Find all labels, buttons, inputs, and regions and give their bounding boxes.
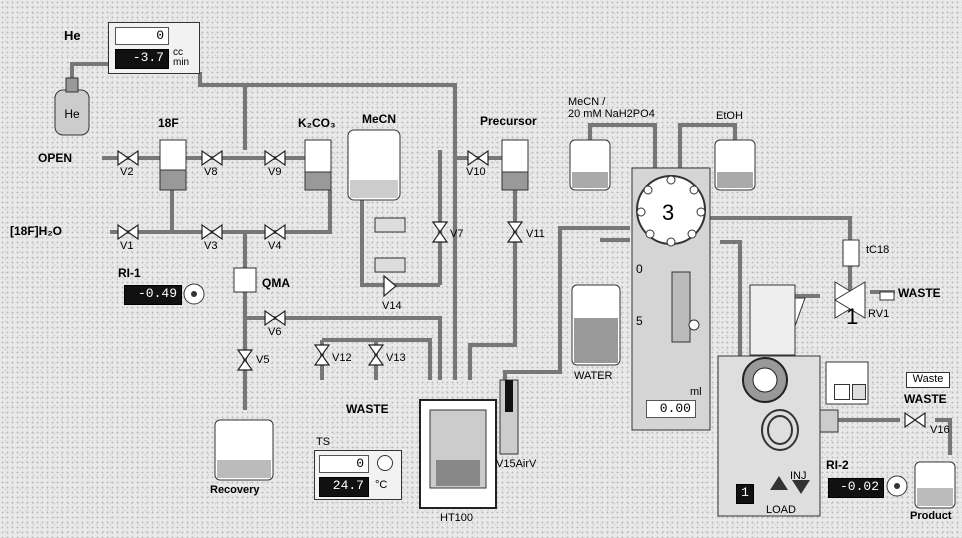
mobile-phase-label-1: MeCN / <box>568 96 605 108</box>
valve-v1[interactable]: V1 <box>120 240 133 252</box>
reservoir-label-etoh: EtOH <box>716 110 743 122</box>
ts-label: TS <box>316 436 330 448</box>
ts-temperature-display: 24.7 <box>319 477 369 497</box>
selector-scale-bottom: 5 <box>636 314 643 328</box>
recovery-label: Recovery <box>210 484 260 496</box>
valve-v6-symbol <box>265 311 285 325</box>
valve-v5[interactable]: V5 <box>256 354 269 366</box>
reservoir-label-k2co3: K₂CO₃ <box>298 116 336 130</box>
valve-v2-symbol <box>118 151 138 165</box>
water-label: WATER <box>574 370 613 382</box>
valve-v11-symbol <box>508 222 522 242</box>
valve-v12-symbol <box>315 345 329 365</box>
ts-unit: °C <box>375 479 387 491</box>
valve-v5-symbol <box>238 350 252 370</box>
waste-button[interactable]: Waste <box>906 372 950 388</box>
gas-label-he: He <box>64 28 81 43</box>
flow-setpoint-display[interactable]: 0 <box>115 27 169 45</box>
selector-scale-top: 0 <box>636 262 643 276</box>
valve-v16-symbol <box>905 413 925 427</box>
valve-v9[interactable]: V9 <box>268 166 281 178</box>
valve-v13[interactable]: V13 <box>386 352 406 364</box>
product-label: Product <box>910 510 952 522</box>
selector-volume-unit: ml <box>690 386 702 398</box>
reservoir-label-mecn: MeCN <box>362 112 396 126</box>
ri2-display: -0.02 <box>828 478 884 498</box>
ht100-label: HT100 <box>440 512 473 524</box>
waste-label-far: WASTE <box>904 392 947 406</box>
water-inlet-label: [18F]H₂O <box>10 224 62 238</box>
valve-v3-symbol <box>202 225 222 239</box>
valve-v2[interactable]: V2 <box>120 166 133 178</box>
radiation-icon-ri2 <box>887 476 907 496</box>
load-arrow-down-icon[interactable] <box>792 480 810 494</box>
qma-label: QMA <box>262 276 290 290</box>
waste-label-right: WASTE <box>898 286 941 300</box>
helium-cylinder: He <box>55 78 89 135</box>
valve-v8-symbol <box>202 151 222 165</box>
flow-meter: 0 -3.7 cc min <box>108 22 200 74</box>
injector-number-display: 1 <box>736 484 754 504</box>
valve-v12[interactable]: V12 <box>332 352 352 364</box>
waste-label-mid: WASTE <box>346 402 389 416</box>
flow-value-display: -3.7 <box>115 49 169 69</box>
valve-v8[interactable]: V8 <box>204 166 217 178</box>
valve-v7-symbol <box>433 222 447 242</box>
valve-v3[interactable]: V3 <box>204 240 217 252</box>
inj-arrow-up-icon[interactable] <box>770 476 788 490</box>
radiation-icon-ri1 <box>184 284 204 304</box>
valve-v9-symbol <box>265 151 285 165</box>
ri1-display: -0.49 <box>124 285 182 305</box>
thermometer-icon <box>377 455 393 471</box>
flow-unit-bottom: min <box>173 57 189 68</box>
reactor-ht100 <box>420 400 496 508</box>
pump-icon[interactable] <box>852 384 866 400</box>
valve-v7[interactable]: V7 <box>450 228 463 240</box>
reservoir-label-precursor: Precursor <box>480 114 537 128</box>
tc18-label: tC18 <box>866 244 889 256</box>
rv1-position[interactable]: 1 <box>846 304 858 330</box>
valve-v16[interactable]: V16 <box>930 424 950 436</box>
svg-text:He: He <box>64 107 80 121</box>
valve-v10-symbol <box>468 151 488 165</box>
open-label: OPEN <box>38 151 72 165</box>
valve-v4-symbol <box>265 225 285 239</box>
selector-volume-display: 0.00 <box>646 400 696 418</box>
injector-settings-icon[interactable] <box>834 384 850 400</box>
valve-v14-symbol <box>384 276 396 296</box>
v15-air-valve-block <box>500 380 518 454</box>
v15-label: V15AirV <box>496 458 536 470</box>
valve-v11[interactable]: V11 <box>526 228 545 240</box>
mobile-phase-label-2: 20 mM NaH2PO4 <box>568 108 655 120</box>
ri1-label: RI-1 <box>118 266 141 280</box>
reservoir-label-18f: 18F <box>158 116 179 130</box>
load-label: LOAD <box>766 504 796 516</box>
ri2-label: RI-2 <box>826 458 849 472</box>
ts-panel: 0 24.7 °C <box>314 450 402 500</box>
valve-v14[interactable]: V14 <box>382 300 402 312</box>
rv1-label: RV1 <box>868 308 889 320</box>
valve-v13-symbol <box>369 345 383 365</box>
selector-position[interactable]: 3 <box>662 200 674 226</box>
valve-v4[interactable]: V4 <box>268 240 281 252</box>
valve-v6[interactable]: V6 <box>268 326 281 338</box>
valve-v1-symbol <box>118 225 138 239</box>
valve-v10[interactable]: V10 <box>466 166 486 178</box>
ts-setpoint-input[interactable]: 0 <box>319 455 369 473</box>
